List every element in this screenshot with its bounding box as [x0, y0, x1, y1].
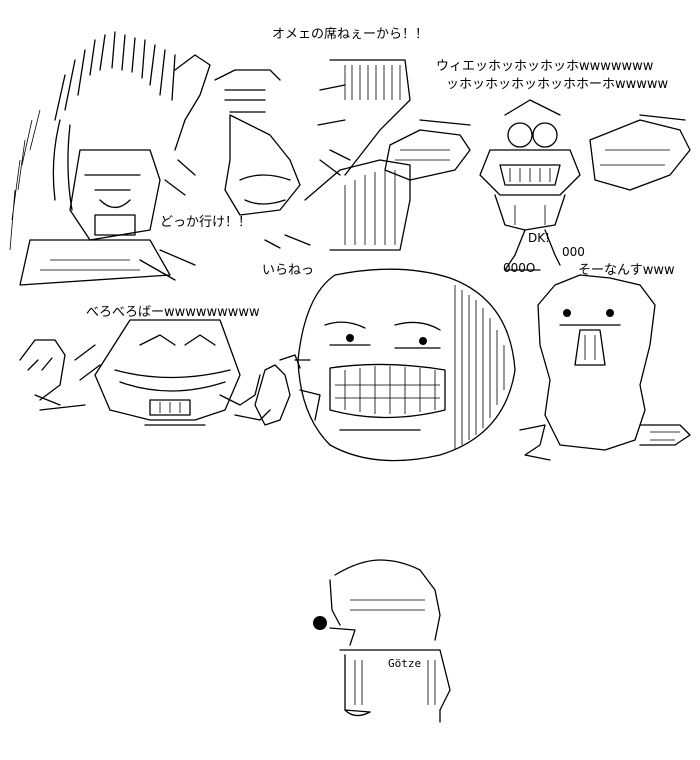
laughing-figure — [384, 99, 691, 271]
caption-go-away: どっか行け！！ — [160, 215, 252, 230]
bunny-figure — [519, 274, 691, 461]
striped-arm-figure — [264, 59, 411, 251]
gotze-figure — [313, 559, 451, 723]
dk-label: DK! — [528, 231, 550, 245]
moon-face-figure — [254, 268, 516, 462]
caption-laugh-line2: ッホッホッホッホッホホーホwwwww — [446, 77, 669, 92]
ooo-right-label: 000 — [562, 245, 585, 259]
ooo-left-label: 000O — [503, 261, 535, 275]
caption-iranee: いらねっ — [262, 263, 315, 278]
caption-sonansu: そーなんすwww — [578, 263, 675, 278]
caption-laugh-line1: ウィエッホッホッホッホwwwwwww — [436, 59, 654, 74]
gotze-label: Götze — [388, 657, 421, 670]
screaming-man-figure — [9, 31, 301, 286]
tongue-face-figure — [19, 319, 271, 426]
caption-top: オメェの席ねぇーから！！ — [272, 27, 429, 42]
caption-berobero: べろべろばーwwwwwwwww — [86, 305, 260, 320]
